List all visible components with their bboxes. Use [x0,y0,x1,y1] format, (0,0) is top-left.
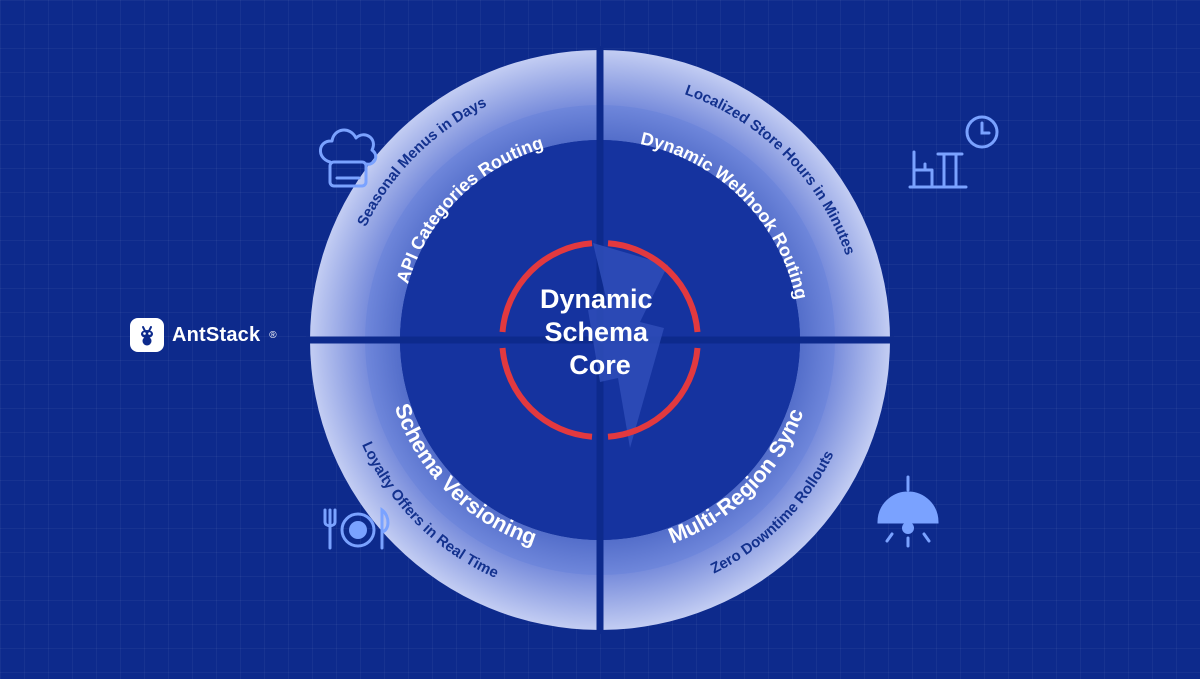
plate-cutlery-icon [323,506,390,550]
core-title-line-2: Schema [544,317,649,347]
inner-segment-bottom-left [365,340,600,575]
registered-mark: ® [269,329,277,341]
core-title-line-1: Dynamic [540,284,653,314]
inner-segment-top-right [600,105,835,340]
core-ring-arc-tr [607,240,701,333]
clock-icon [965,115,999,149]
core-ring-arc-br [607,347,701,440]
core-ring [499,240,701,440]
pendant-lamp-icon [877,475,939,548]
antstack-logo: AntStack ® [130,318,277,352]
inner-segment-top-left [365,105,600,340]
core-title-line-3: Core [569,350,631,380]
core-ring-arc-tl [499,240,593,333]
inner-ring [365,105,835,575]
table-chair-icon [908,150,968,189]
lightning-bolt-icon [588,243,668,448]
brand-name: AntStack [172,323,261,346]
inner-segment-bottom-right [600,340,835,575]
chef-hat-icon [319,128,378,188]
core-title: Dynamic Schema Core [540,284,660,380]
ant-logo-icon [130,318,164,352]
core-ring-arc-bl [499,347,593,440]
